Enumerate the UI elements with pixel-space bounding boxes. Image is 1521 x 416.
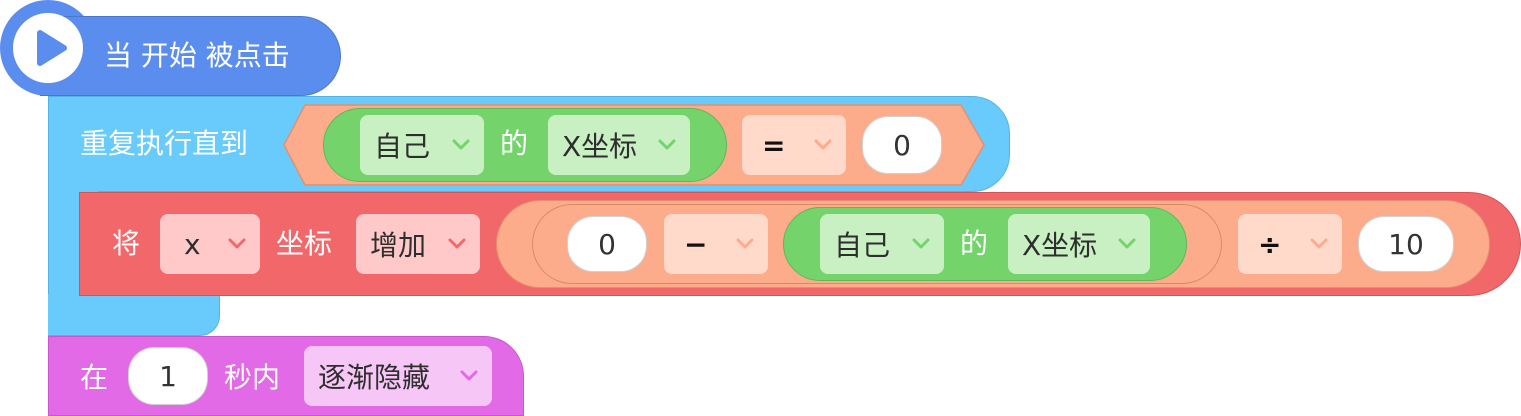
chevron-down-icon <box>460 370 478 381</box>
of-label: 的 <box>500 127 529 160</box>
change-mode-dropdown[interactable]: 增加 <box>356 214 480 274</box>
fade-seconds-input[interactable]: 1 <box>128 347 208 405</box>
repeat-until-block[interactable]: 重复执行直到 自己 的 X坐标 = 0 <box>0 0 1010 336</box>
change-prefix-label: 将 <box>112 227 141 260</box>
divide-operator-dropdown[interactable]: ÷ <box>1238 214 1342 274</box>
of-label: 的 <box>960 227 989 260</box>
fade-action-dropdown[interactable]: 逐渐隐藏 <box>304 346 492 406</box>
axis-dropdown[interactable]: x <box>160 214 260 274</box>
chevron-down-icon <box>814 139 832 150</box>
compare-value-input[interactable]: 0 <box>862 116 942 174</box>
fade-prefix-label: 在 <box>80 361 109 394</box>
subtract-left-input[interactable]: 0 <box>567 216 647 272</box>
target-dropdown[interactable]: 自己 <box>360 115 484 175</box>
hat-label: 当 开始 被点击 <box>104 39 290 72</box>
property-dropdown[interactable]: X坐标 <box>1008 214 1150 274</box>
chevron-down-icon <box>448 238 466 249</box>
subtract-operator-dropdown[interactable]: − <box>664 214 768 274</box>
fade-seconds-label: 秒内 <box>224 361 281 394</box>
chevron-down-icon <box>912 238 930 249</box>
coordinate-label: 坐标 <box>276 227 333 260</box>
divide-right-input[interactable]: 10 <box>1358 216 1454 272</box>
hat-block-when-start-clicked[interactable]: 当 开始 被点击 <box>0 0 341 96</box>
chevron-down-icon <box>658 139 676 150</box>
property-dropdown[interactable]: X坐标 <box>548 115 690 175</box>
chevron-down-icon <box>1310 238 1328 249</box>
chevron-down-icon <box>736 238 754 249</box>
chevron-down-icon <box>228 238 246 249</box>
compare-operator-dropdown[interactable]: = <box>742 115 846 175</box>
play-icon <box>13 13 83 83</box>
chevron-down-icon <box>452 139 470 150</box>
repeat-until-label: 重复执行直到 <box>80 127 249 160</box>
target-dropdown[interactable]: 自己 <box>820 214 944 274</box>
chevron-down-icon <box>1118 238 1136 249</box>
